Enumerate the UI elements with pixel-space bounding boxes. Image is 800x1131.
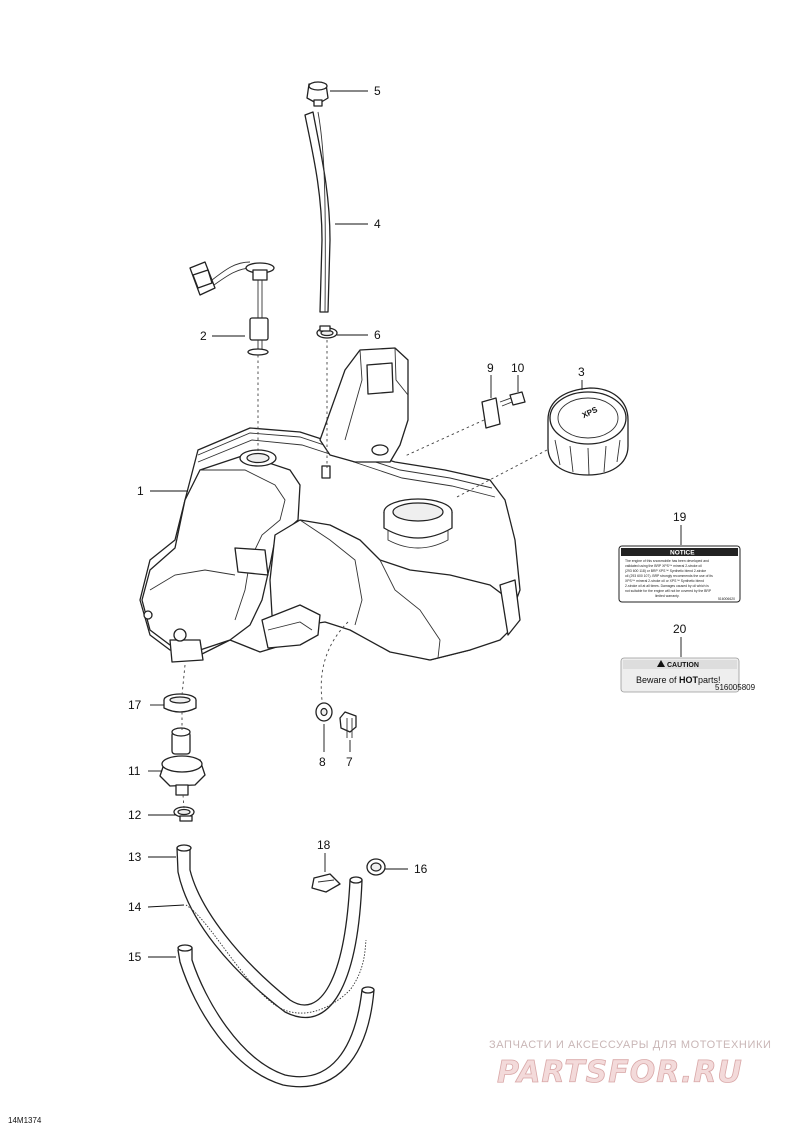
caution-code: 516005809 [715,683,756,692]
callout-3: 3 [578,365,585,379]
hose-15 [177,944,375,1088]
callout-7: 7 [346,755,353,769]
watermark-brand: PARTSFOR.RU [497,1055,743,1090]
caution-decal-header: CAUTION [667,662,699,669]
drawing-code: 14M1374 [8,1116,42,1125]
hose-clamp-6 [316,325,338,339]
notice-line-2: validated using the BRP XPS™ mineral 2-s… [625,564,702,568]
callout-19: 19 [673,510,687,524]
breather-cap [306,81,329,107]
warning-triangle-icon [657,660,665,667]
filler-cap: XPS [547,387,629,476]
callout-16: 16 [414,862,428,876]
callout-13: 13 [128,850,142,864]
callout-20: 20 [673,622,687,636]
callout-8: 8 [319,755,326,769]
callout-18: 18 [317,838,331,852]
notice-line-6: 2-stroke oil at all times. Damages cause… [625,584,709,588]
callout-numbers: 5 4 2 6 9 10 3 1 19 20 17 8 7 11 12 18 1… [128,84,687,964]
clip-18 [311,873,341,893]
watermark: ЗАПЧАСТИ И АКСЕССУАРЫ ДЛЯ МОТОТЕХНИКИ PA… [489,1039,771,1090]
callout-12: 12 [128,808,142,822]
screw-7 [339,711,357,738]
nut-plate [481,397,501,429]
callout-9: 9 [487,361,494,375]
callout-15: 15 [128,950,142,964]
notice-line-8: limited warranty. [655,594,679,598]
watermark-tagline: ЗАПЧАСТИ И АКСЕССУАРЫ ДЛЯ МОТОТЕХНИКИ [489,1039,771,1051]
callout-4: 4 [374,217,381,231]
washer-8 [315,702,333,722]
notice-line-7: not suitable for the engine will not be … [625,589,712,593]
assembly-lines [181,340,548,809]
spring-guard-14 [185,904,367,1014]
notice-decal-header: NOTICE [670,550,695,557]
clip-16 [366,858,386,876]
hose-13 [176,844,363,1018]
callout-5: 5 [374,84,381,98]
clamp-17 [163,693,197,713]
check-valve [159,727,206,796]
notice-line-5: XPS™ mineral 2-stroke oil or XPS™ Synthe… [625,579,704,583]
breather-tube [304,111,331,313]
notice-line-1: The engine of this snowmobile has been d… [625,559,709,563]
leader-lines [147,90,682,958]
notice-code: 516006620 [718,597,735,601]
screw-10 [499,391,526,407]
notice-line-3: (293 600 118) or BRP XPS™ Synthetic blen… [625,569,706,573]
callout-2: 2 [200,329,207,343]
clamp-12 [173,806,195,822]
caution-decal: CAUTION Beware of HOTparts! 516005809 [620,657,756,693]
oil-tank [139,347,521,663]
callout-1: 1 [137,484,144,498]
callout-10: 10 [511,361,525,375]
oil-level-sensor [189,261,275,356]
caution-decal-text: Beware of HOTparts! [636,675,721,685]
notice-line-4: oil (293 600 107). BRP strongly recommen… [625,574,713,578]
notice-decal: NOTICE The engine of this snowmobile has… [618,545,741,603]
callout-14: 14 [128,900,142,914]
callout-17: 17 [128,698,142,712]
callout-6: 6 [374,328,381,342]
callout-11: 11 [128,764,141,778]
